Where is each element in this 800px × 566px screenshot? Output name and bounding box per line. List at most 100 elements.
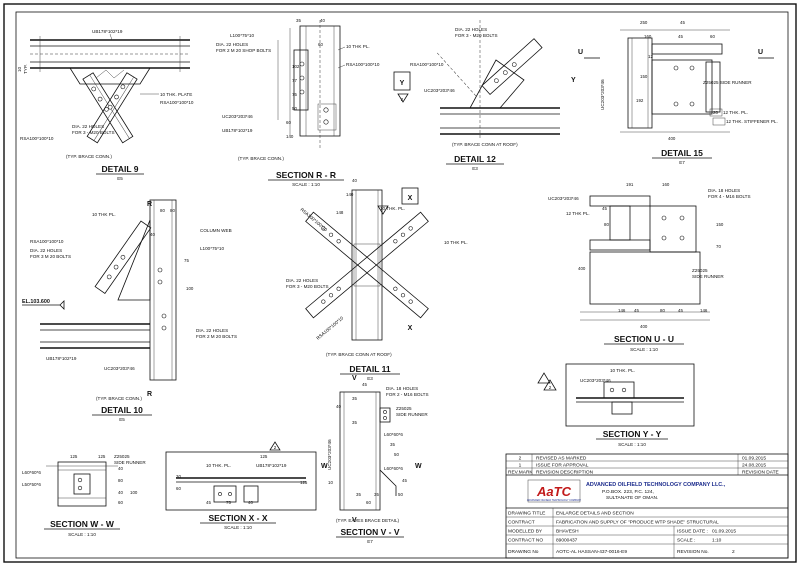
d10-ub-label: UB178*102*19 xyxy=(46,356,77,361)
vv-uc-label: UC203*203*46 xyxy=(327,439,332,470)
dimension-value: 80 xyxy=(170,208,175,213)
vv-l2-label: L60*60*6 xyxy=(384,466,403,471)
drawing-frame xyxy=(15,11,789,559)
xx-title: SECTION X - X xyxy=(208,513,267,523)
scale-value: 1:10 xyxy=(712,538,722,544)
rev-row-1-mark: 2 xyxy=(519,456,522,462)
dimension-value: 50 xyxy=(292,106,297,111)
d10-marker-r: R xyxy=(147,201,152,208)
dimension-value: 35 xyxy=(352,420,357,425)
vv-ref: E7 xyxy=(367,539,373,544)
dimension-value: 35 xyxy=(356,492,361,497)
d10-uc-label: UC203*203*46 xyxy=(104,366,135,371)
dimension-value: 75 xyxy=(226,500,231,505)
dimension-value: 150 xyxy=(640,74,648,79)
d10-elevation: EL.103.600 xyxy=(22,299,50,305)
d9-dim-typ: TYP. xyxy=(23,64,28,74)
d9-dim-10: 10 xyxy=(17,66,22,72)
uu-z-label-2: SIDE RUNNER xyxy=(692,274,724,279)
uu-z-label: Z25025 xyxy=(692,268,708,273)
dimension-value: 75 xyxy=(184,258,189,263)
title-block: 2 REVISED AS MARKED 01.09.2015 1 ISSUE F… xyxy=(505,453,789,559)
dimension-value: 150 xyxy=(716,222,724,227)
company-name: ADVANCED OILFIELD TECHNOLOGY COMPANY LLC… xyxy=(586,482,726,488)
dimension-value: 60 xyxy=(366,500,371,505)
rev-row-2-date: 24.08.2015 xyxy=(742,463,766,469)
dimension-value: 400 xyxy=(578,266,586,271)
dimension-value: 50 xyxy=(398,492,403,497)
drawing-no-label: DRAWING No xyxy=(508,549,539,555)
logo-text: AaTC xyxy=(536,484,572,499)
logo-subtext: ADVANCED OILFIELD TECHNOLOGY COMPANY xyxy=(527,499,582,502)
dimension-value: 35 xyxy=(390,442,395,447)
scale-label: SCALE : xyxy=(677,538,695,544)
contract-no-label: CONTRACT NO xyxy=(508,538,543,544)
dimension-value: 50 xyxy=(394,452,399,457)
d11-rsa-label-2: RSA100*100*10 xyxy=(315,315,344,341)
company-logo xyxy=(527,479,581,503)
rev-row-1-date: 01.09.2015 xyxy=(742,456,766,462)
xx-ub-label: UB178*102*19 xyxy=(256,463,287,468)
dimension-value: 45 xyxy=(362,382,367,387)
d10-plate-label: 10 THK PL. xyxy=(92,212,116,217)
dimension-value: 100 xyxy=(186,286,194,291)
drawing-title-label: DRAWING TITLE xyxy=(508,511,545,517)
d11-ref: E3 xyxy=(367,376,373,381)
d9-rsa-label: RSA100*100*10 xyxy=(160,100,194,105)
dimension-value: 140 xyxy=(346,192,354,197)
d12-rsa-label: RSA100*100*10 xyxy=(410,62,444,67)
dimension-value: 250 xyxy=(640,20,648,25)
drawing-no-value: AOTC-AL HASSAN-437-0016-E9 xyxy=(556,549,627,555)
rr-uc-label: UC203*203*46 xyxy=(222,114,253,119)
uu-holes-label-2: FOR 4 - M16 BOLTS xyxy=(708,194,751,199)
d10-holes-label: DIA. 22 HOLES xyxy=(30,248,62,253)
d12-title: DETAIL 12 xyxy=(454,154,496,164)
d9-title: DETAIL 9 xyxy=(102,164,139,174)
dimension-value: 60 xyxy=(118,500,123,505)
d9-typ-note: (TYP. BRACE CONN.) xyxy=(66,154,112,159)
dimension-value: 80 xyxy=(118,478,123,483)
yy-title: SECTION Y - Y xyxy=(603,429,662,439)
ww-title: SECTION W - W xyxy=(50,519,115,529)
rr-typ-note: (TYP. BRACE CONN.) xyxy=(238,156,284,161)
d10-rsa-label: RSA100*100*10 xyxy=(30,239,64,244)
ww-z-label-2: SIDE RUNNER xyxy=(114,460,146,465)
dimension-value: 192 xyxy=(636,98,644,103)
dimension-value: 40 xyxy=(248,500,253,505)
dimension-value: 160 xyxy=(644,34,652,39)
vv-marker-v: V xyxy=(352,375,357,382)
d12-holes-label: DIA. 22 HOLES xyxy=(455,27,487,32)
d12-marker-y-2: Y xyxy=(571,77,576,84)
dimension-value: 45 xyxy=(680,20,685,25)
dimension-value: 400 xyxy=(668,136,676,141)
rr-l-label: L100*75*10 xyxy=(230,33,254,38)
yy-rev-triangle: 2 xyxy=(549,385,552,390)
rev-mark-header: REV.MARK xyxy=(508,470,533,476)
d15-marker-u-2: U xyxy=(758,49,763,56)
rr-holes-label: DIA. 22 HOLES xyxy=(216,42,248,47)
yy-scale: SCALE : 1:10 xyxy=(618,442,646,447)
rr-rsa-label: RSA100*100*10 xyxy=(346,62,380,67)
xx-rev-triangle: 2 xyxy=(274,445,277,450)
d15-pl-label: 12 THK. PL. xyxy=(723,110,748,115)
dimension-value: 75 xyxy=(292,92,297,97)
d12-ref: E3 xyxy=(472,166,478,171)
company-address-1: P.O.BOX. 223, P.C. 124, xyxy=(602,489,654,495)
vv-z-label: Z25025 xyxy=(396,406,412,411)
vv-holes-label: DIA. 18 HOLES xyxy=(386,386,418,391)
dimension-value: 125 xyxy=(70,454,78,459)
dimension-value: 60 xyxy=(176,486,181,491)
vv-holes-label-2: FOR 2 - M16 BOLTS xyxy=(386,392,429,397)
rr-ub-label: UB178*102*19 xyxy=(222,128,253,133)
rev-row-1-desc: REVISED AS MARKED xyxy=(536,456,587,462)
vv-marker-w-2: W xyxy=(415,463,422,470)
d9-holes-label-2: FOR 3 - M20 BOLTS xyxy=(72,130,115,135)
d15-title: DETAIL 15 xyxy=(661,148,703,158)
d15-marker-u: U xyxy=(578,49,583,56)
ww-l2-label: L50*50*6 xyxy=(22,482,41,487)
dimension-value: 80 xyxy=(160,208,165,213)
d12-holes-label-2: FOR 3 - M20 BOLTS xyxy=(455,33,498,38)
dimension-value: 40 xyxy=(118,466,123,471)
dimension-value: 40 xyxy=(118,490,123,495)
